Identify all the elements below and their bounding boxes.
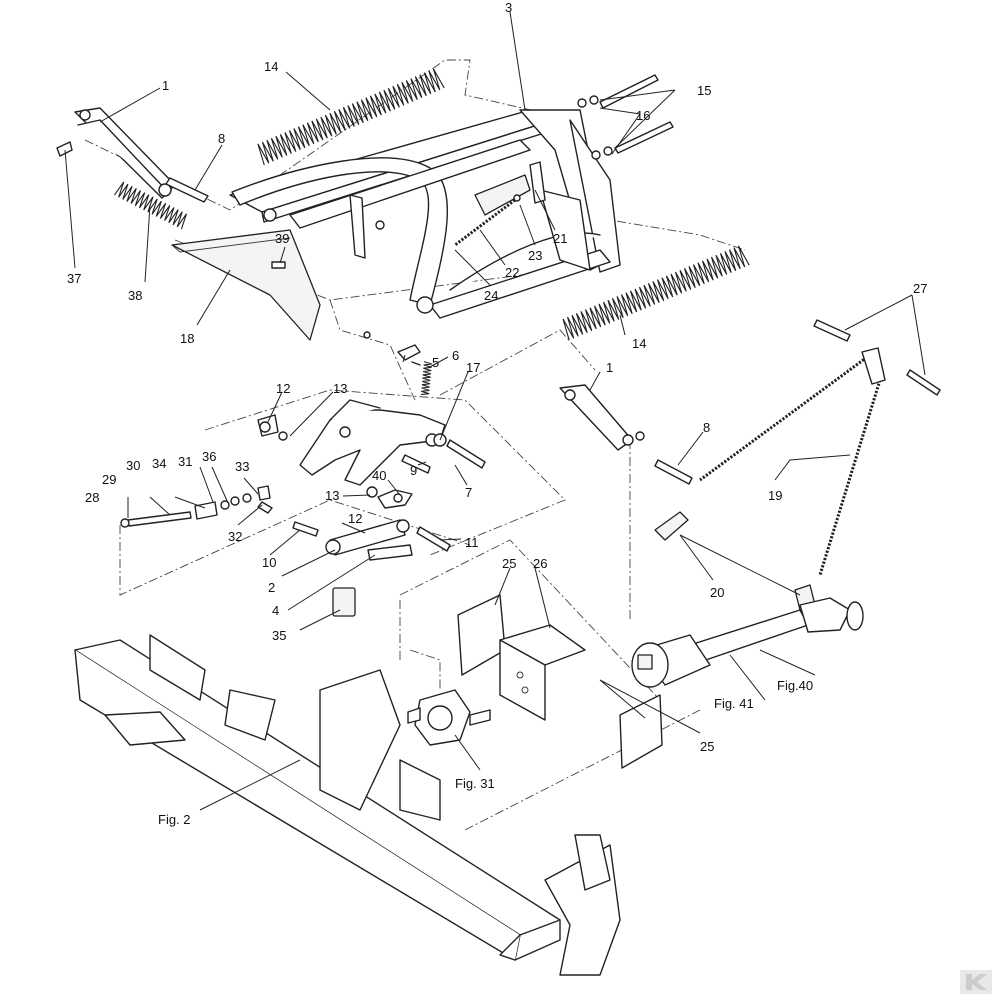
pin-11 xyxy=(416,526,451,552)
label-fig41: Fig. 41 xyxy=(714,696,754,711)
label-37: 37 xyxy=(67,271,81,286)
label-24: 24 xyxy=(484,288,498,303)
label-fig31: Fig. 31 xyxy=(455,776,495,791)
label-39: 39 xyxy=(275,231,289,246)
chain-22 xyxy=(454,198,516,247)
pin-7 xyxy=(446,439,486,469)
pin-9 xyxy=(401,454,431,474)
label-30: 30 xyxy=(126,458,140,473)
label-4: 4 xyxy=(272,603,279,618)
label-23: 23 xyxy=(528,248,542,263)
label-36: 36 xyxy=(202,449,216,464)
label-38: 38 xyxy=(128,288,142,303)
pto-shaft-fig40 xyxy=(689,597,864,663)
label-25-bottom: 25 xyxy=(700,739,714,754)
spring-38 xyxy=(113,181,188,230)
label-17: 17 xyxy=(466,360,480,375)
bracket-plate-21 xyxy=(474,161,546,216)
label-13-top: 13 xyxy=(333,381,347,396)
label-14-right: 14 xyxy=(632,336,646,351)
label-2: 2 xyxy=(268,580,275,595)
shackle-23 xyxy=(513,194,521,202)
chain-19-a xyxy=(699,353,871,482)
cylinder-2 xyxy=(325,519,410,556)
label-5: 5 xyxy=(432,355,439,370)
label-6: 6 xyxy=(452,348,459,363)
label-14-top: 14 xyxy=(264,59,278,74)
label-35: 35 xyxy=(272,628,286,643)
adjuster-rod-29 xyxy=(120,485,273,528)
label-3: 3 xyxy=(505,0,512,15)
pin-27-b xyxy=(906,369,941,396)
spring-14-right xyxy=(562,245,750,341)
leader-lines xyxy=(64,11,926,811)
bolts-15 xyxy=(577,74,674,160)
shield-plate-25-top xyxy=(457,594,506,676)
brand-logo-icon xyxy=(960,970,992,994)
label-fig2: Fig. 2 xyxy=(158,812,191,827)
guard-plate-18 xyxy=(171,229,321,341)
pin-39 xyxy=(271,261,286,269)
label-1-right: 1 xyxy=(606,360,613,375)
label-31: 31 xyxy=(178,454,192,469)
label-22: 22 xyxy=(505,265,519,280)
arm-1-right xyxy=(559,384,645,451)
label-40: 40 xyxy=(372,468,386,483)
main-lift-frame xyxy=(229,109,621,319)
label-fig40: Fig.40 xyxy=(777,678,813,693)
hook-19 xyxy=(861,347,886,385)
label-20: 20 xyxy=(710,585,724,600)
shield-plate-25-bottom xyxy=(619,694,663,769)
bushings-12-13 xyxy=(257,414,413,509)
label-26: 26 xyxy=(533,556,547,571)
label-29: 29 xyxy=(102,472,116,487)
label-27: 27 xyxy=(913,281,927,296)
label-12-mid: 12 xyxy=(348,511,362,526)
link-4 xyxy=(367,544,413,561)
bolt-5 xyxy=(363,331,421,366)
decal-35 xyxy=(332,587,356,617)
label-28: 28 xyxy=(85,490,99,505)
label-21: 21 xyxy=(553,231,567,246)
label-34: 34 xyxy=(152,456,166,471)
pin-8-right xyxy=(654,459,693,485)
label-1-left: 1 xyxy=(162,78,169,93)
pin-37 xyxy=(56,141,73,157)
arm-1-left xyxy=(74,107,176,199)
label-19: 19 xyxy=(768,488,782,503)
frame-fig2 xyxy=(74,634,621,976)
label-18: 18 xyxy=(180,331,194,346)
gearbox-fig31 xyxy=(407,689,491,746)
shield-26 xyxy=(499,624,586,721)
callout-labels: 1 3 14 15 16 8 37 38 39 18 21 23 22 24 1… xyxy=(67,0,927,827)
spring-14-top xyxy=(257,68,445,166)
label-8-left: 8 xyxy=(218,131,225,146)
pin-27-a xyxy=(813,319,851,342)
label-16: 16 xyxy=(636,108,650,123)
label-8-right: 8 xyxy=(703,420,710,435)
label-11: 11 xyxy=(465,535,479,550)
label-13-mid: 13 xyxy=(325,488,339,503)
label-7: 7 xyxy=(465,485,472,500)
label-15: 15 xyxy=(697,83,711,98)
pin-10 xyxy=(292,521,319,537)
bracket-17 xyxy=(299,399,447,486)
label-33: 33 xyxy=(235,459,249,474)
chain-19-b xyxy=(818,379,882,576)
pto-guard-fig41 xyxy=(631,634,711,688)
bracket-20 xyxy=(654,511,689,541)
label-9: 9 xyxy=(410,463,417,478)
pin-8-left xyxy=(165,177,209,203)
label-12-top: 12 xyxy=(276,381,290,396)
label-10: 10 xyxy=(262,555,276,570)
label-25-top: 25 xyxy=(502,556,516,571)
label-32: 32 xyxy=(228,529,242,544)
